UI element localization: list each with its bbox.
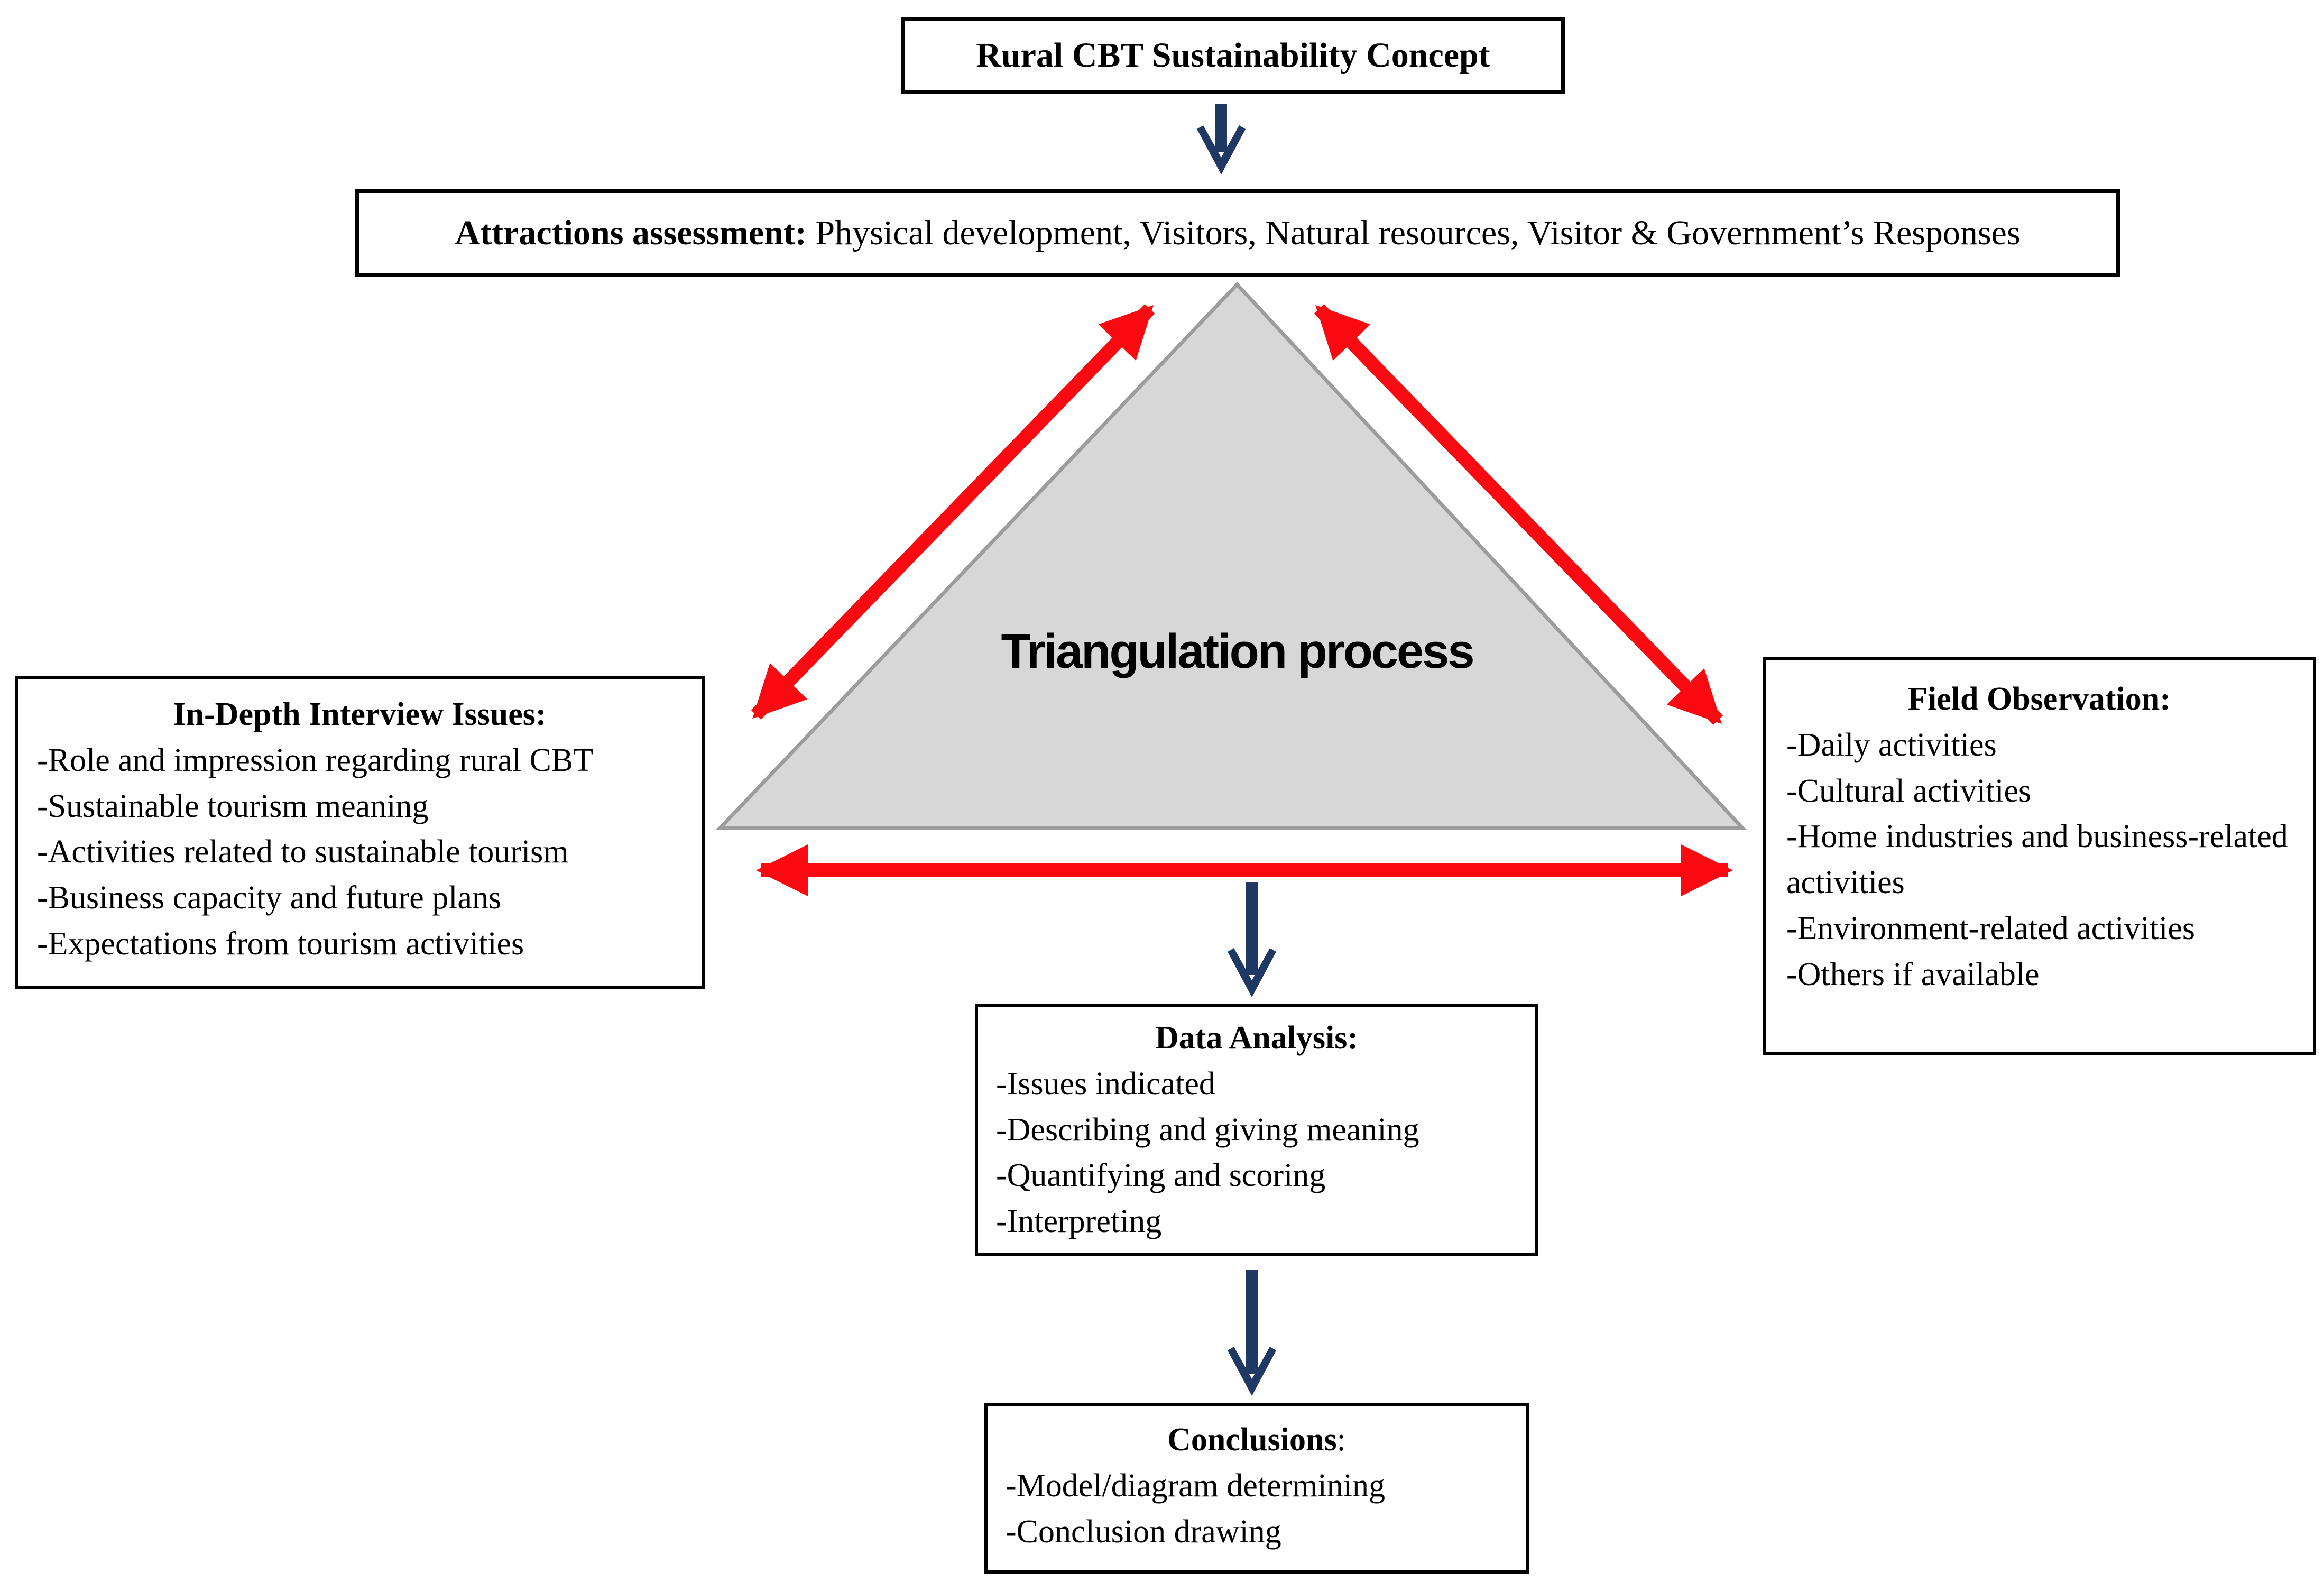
list-item: -Expectations from tourism activities	[37, 925, 524, 962]
list-item: -Interpreting	[996, 1203, 1162, 1240]
arrow-head	[1197, 125, 1246, 174]
conclusions-heading-bold: Conclusions	[1167, 1422, 1337, 1458]
list-item: -Issues indicated	[996, 1065, 1215, 1102]
attractions-assessment-label: Attractions assessment: Physical develop…	[455, 213, 2020, 253]
down-arrow-bottom-icon	[1228, 1270, 1276, 1396]
list-item: -Environment-related activities	[1786, 910, 2195, 946]
data-analysis-box: Data Analysis: -Issues indicated -Descri…	[975, 1004, 1538, 1256]
list-item: -Cultural activities	[1786, 772, 2032, 809]
arrow-head	[1228, 948, 1276, 997]
list-item: -Quantifying and scoring	[996, 1157, 1326, 1194]
interview-issues-box: In-Depth Interview Issues: -Role and imp…	[15, 676, 705, 989]
concept-box: Rural CBT Sustainability Concept	[901, 17, 1565, 94]
red-double-arrow-right-icon	[1314, 303, 1723, 725]
attractions-assessment-label-bold: Attractions assessment:	[455, 214, 807, 252]
list-item: -Activities related to sustainable touri…	[37, 834, 569, 870]
field-observation-heading: Field Observation:	[1907, 681, 2171, 717]
field-observation-box: Field Observation: -Daily activities -Cu…	[1763, 657, 2316, 1055]
list-item: -Daily activities	[1786, 726, 1997, 763]
attractions-assessment-box: Attractions assessment: Physical develop…	[355, 189, 2120, 277]
conclusions-box: Conclusions: -Model/diagram determining …	[984, 1403, 1529, 1574]
arrow-stem	[1246, 882, 1258, 975]
conclusions-heading-colon: :	[1336, 1422, 1346, 1458]
arrow-stem	[1246, 1270, 1258, 1374]
triangulation-triangle	[715, 281, 1747, 830]
list-item: -Home industries and business-related ac…	[1786, 818, 2288, 901]
down-arrow-top-icon	[1197, 104, 1246, 174]
list-item: -Role and impression regarding rural CBT	[37, 742, 594, 778]
concept-box-label: Rural CBT Sustainability Concept	[976, 36, 1490, 75]
red-double-arrow-left-icon	[751, 303, 1155, 720]
list-item: -Model/diagram determining	[1006, 1467, 1385, 1504]
down-arrow-middle-icon	[1228, 882, 1276, 997]
interview-issues-heading: In-Depth Interview Issues:	[173, 696, 547, 732]
list-item: -Sustainable tourism meaning	[37, 788, 429, 824]
list-item: -Business capacity and future plans	[37, 880, 502, 916]
data-analysis-heading: Data Analysis:	[1155, 1020, 1359, 1056]
list-item: -Describing and giving meaning	[996, 1111, 1419, 1148]
arrow-head	[1228, 1347, 1276, 1396]
triangle-label: Triangulation process	[1001, 624, 1475, 678]
conclusions-heading: Conclusions:	[1006, 1417, 1508, 1463]
attractions-assessment-label-rest: Physical development, Visitors, Natural …	[806, 214, 2021, 252]
list-item: -Conclusion drawing	[1006, 1513, 1281, 1550]
arrow-stem	[1215, 104, 1227, 152]
list-item: -Others if available	[1786, 956, 2040, 992]
